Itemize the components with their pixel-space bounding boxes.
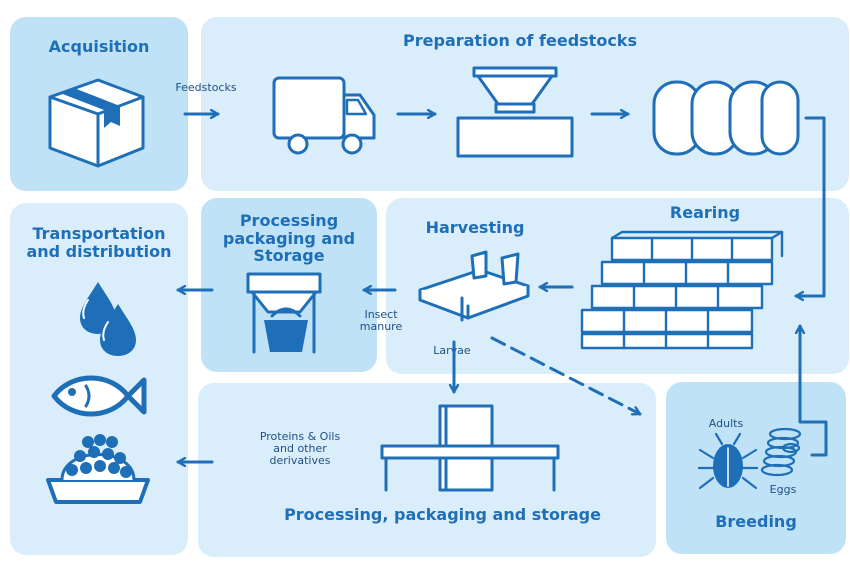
transportation-title: Transportation and distribution — [26, 224, 172, 261]
fish-icon — [51, 375, 147, 417]
bucket-bin-icon — [246, 272, 322, 354]
larvae-label: Larvae — [433, 344, 471, 357]
adults-label: Adults — [708, 417, 744, 430]
eggs-icon — [760, 427, 802, 477]
acquisition-title: Acquisition — [48, 37, 150, 56]
proteins-label: Proteins & Oils and other derivatives — [259, 430, 341, 468]
rearing-title: Rearing — [669, 203, 741, 222]
harvesting-title: Harvesting — [425, 218, 525, 237]
conveyor-icon — [380, 404, 560, 492]
truck-icon — [272, 76, 376, 155]
bricks-icon — [580, 230, 784, 350]
pet-food-bowl-icon — [46, 434, 150, 504]
processing-small-title: Processing packaging and Storage — [222, 211, 356, 266]
box-icon — [48, 78, 145, 168]
eggs-label: Eggs — [769, 483, 797, 496]
cylinders-icon — [652, 80, 800, 156]
processing-big-title: Processing, packaging and storage — [284, 505, 601, 524]
breeding-title: Breeding — [715, 512, 797, 531]
feedstocks-label: Feedstocks — [175, 81, 237, 94]
droplets-icon — [80, 282, 136, 356]
processing-big-panel — [198, 383, 656, 557]
hopper-icon — [456, 66, 574, 158]
preparation-title: Preparation of feedstocks — [403, 31, 637, 50]
beetle-icon — [697, 432, 759, 490]
insect-manure-label: Insect manure — [359, 308, 403, 334]
harvester-icon — [418, 250, 530, 322]
